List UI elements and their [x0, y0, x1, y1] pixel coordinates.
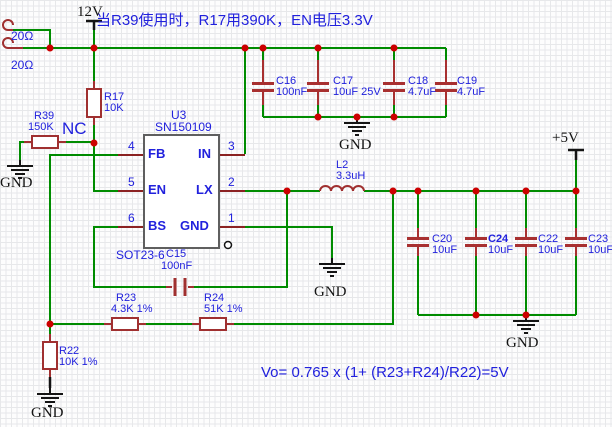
capacitor-c19-symbol[interactable]: [435, 60, 457, 105]
resistor-r23-value[interactable]: 4.3K 1%: [111, 303, 153, 315]
resistor-r17-value[interactable]: 10K: [104, 102, 124, 114]
junction-dots: [46, 44, 580, 328]
pin-number-1: 1: [228, 211, 235, 225]
ic-u3-part[interactable]: SN150109: [155, 120, 212, 134]
resistor-r22-value[interactable]: 10K 1%: [59, 356, 98, 368]
ic-u3-ref[interactable]: U3: [171, 108, 187, 122]
capacitor-c18-symbol[interactable]: [383, 60, 405, 105]
capacitor-c22-symbol[interactable]: [515, 228, 537, 256]
capacitor-c23-ref[interactable]: C23: [588, 233, 609, 245]
pin-number-6: 6: [128, 211, 135, 225]
resistor-20ohm-b-symbol[interactable]: [2, 37, 23, 49]
power-bar-5v[interactable]: [568, 148, 584, 160]
inductor-l2-value[interactable]: 3.3uH: [336, 170, 366, 182]
pin-name-in: IN: [198, 146, 211, 161]
pin-number-4: 4: [128, 139, 135, 153]
nc-flag[interactable]: NC: [62, 119, 87, 138]
resistor-r23-symbol[interactable]: [104, 317, 146, 331]
capacitor-c23-value[interactable]: 10uF: [588, 244, 612, 256]
resistor-r23-ref[interactable]: R23: [116, 292, 137, 304]
resistor-r24-symbol[interactable]: [192, 317, 234, 331]
resistor-r39-symbol[interactable]: [24, 135, 66, 149]
wire-en[interactable]: [93, 143, 118, 192]
pin-name-en: EN: [148, 182, 167, 197]
capacitor-c20-symbol[interactable]: [407, 228, 429, 256]
capacitor-c16-symbol[interactable]: [252, 60, 274, 105]
wire-20ohm-stub[interactable]: [13, 29, 51, 47]
capacitor-c17-symbol[interactable]: [307, 60, 329, 105]
capacitor-c18-value[interactable]: 4.7uF: [408, 86, 437, 98]
capacitor-c17-value[interactable]: 10uF 25V: [333, 86, 381, 98]
inductor-l2-symbol[interactable]: [319, 185, 365, 192]
ic-u3-symbol[interactable]: [118, 134, 245, 250]
pin-number-2: 2: [228, 175, 235, 189]
pin-number-3: 3: [228, 139, 235, 153]
ic-pin-stubs: [118, 154, 245, 228]
capacitor-c20-value[interactable]: 10uF: [432, 244, 458, 256]
resistor-r24-ref[interactable]: R24: [204, 292, 225, 304]
pin-name-bs: BS: [148, 218, 167, 233]
resistor-20ohm-a-value[interactable]: 20Ω: [11, 29, 34, 43]
capacitor-c24-symbol[interactable]: [465, 228, 487, 256]
capacitor-c22-value[interactable]: 10uF: [538, 244, 564, 256]
capacitor-c20-ref[interactable]: C20: [432, 233, 453, 245]
capacitor-c24-value[interactable]: 10uF: [488, 244, 514, 256]
capacitor-c15-value[interactable]: 100nF: [161, 260, 193, 272]
capacitor-c24-ref[interactable]: C24: [488, 233, 509, 245]
wire-incap-cols[interactable]: [262, 48, 447, 117]
ic-body[interactable]: [143, 134, 220, 249]
capacitor-c16-ref[interactable]: C16: [276, 75, 297, 87]
resistor-r24-value[interactable]: 51K 1%: [204, 303, 243, 315]
ic-u3-package[interactable]: SOT23-6: [116, 248, 165, 262]
gnd-symbol-ic[interactable]: [318, 257, 346, 277]
power-label-12v[interactable]: 12V: [77, 4, 103, 20]
resistor-20ohm-b-value[interactable]: 20Ω: [11, 58, 34, 72]
inductor-l2-ref[interactable]: L2: [336, 159, 349, 171]
pin-name-lx: LX: [196, 182, 213, 197]
gnd-label-outcaps: GND: [506, 335, 539, 351]
capacitor-c17-ref[interactable]: C17: [333, 75, 354, 87]
resistor-r17-ref[interactable]: R17: [104, 91, 125, 103]
wire-feedback[interactable]: [234, 191, 394, 325]
gnd-label-r39: GND: [0, 175, 33, 191]
wire-r39-gnd[interactable]: [19, 141, 24, 160]
capacitor-c18-ref[interactable]: C18: [408, 75, 429, 87]
annotation-formula[interactable]: Vo= 0.765 x (1+ (R23+R24)/R22)=5V: [261, 364, 509, 381]
gnd-label-r22: GND: [31, 405, 64, 421]
capacitor-c19-value[interactable]: 4.7uF: [457, 86, 486, 98]
gnd-symbol-r22[interactable]: [36, 387, 64, 407]
wire-ic-gnd[interactable]: [245, 226, 333, 258]
pin-number-5: 5: [128, 175, 135, 189]
wire-fb[interactable]: [49, 154, 118, 323]
wire-bs-c15[interactable]: [93, 192, 288, 288]
gnd-label-incaps: GND: [339, 137, 372, 153]
resistor-r22-symbol[interactable]: [42, 334, 58, 377]
capacitor-c22-ref[interactable]: C22: [538, 233, 559, 245]
annotation-note[interactable]: 当R39使用时，R17用390K，EN电压3.3V: [96, 12, 373, 29]
wire-outcap-cols[interactable]: [417, 191, 577, 315]
power-bar-12v[interactable]: [86, 19, 102, 30]
capacitor-c15-symbol[interactable]: [166, 278, 194, 296]
gnd-label-ic: GND: [314, 284, 347, 300]
resistor-r39-value[interactable]: 150K: [28, 121, 54, 133]
resistor-r22-ref[interactable]: R22: [59, 345, 80, 357]
power-label-5v[interactable]: +5V: [552, 130, 579, 146]
capacitor-c15-ref[interactable]: C15: [166, 248, 187, 260]
capacitor-c23-symbol[interactable]: [565, 228, 587, 256]
resistor-r17-symbol[interactable]: [86, 81, 102, 125]
ic-pin1-marker: [223, 240, 233, 250]
pin-name-fb: FB: [148, 146, 166, 161]
capacitor-c19-ref[interactable]: C19: [457, 75, 478, 87]
wire-net[interactable]: [13, 29, 577, 334]
capacitor-c16-value[interactable]: 100nF: [276, 86, 308, 98]
resistor-20ohm-a-symbol[interactable]: [2, 19, 14, 31]
pin-name-gnd: GND: [180, 218, 209, 233]
resistor-r39-ref[interactable]: R39: [34, 110, 55, 122]
